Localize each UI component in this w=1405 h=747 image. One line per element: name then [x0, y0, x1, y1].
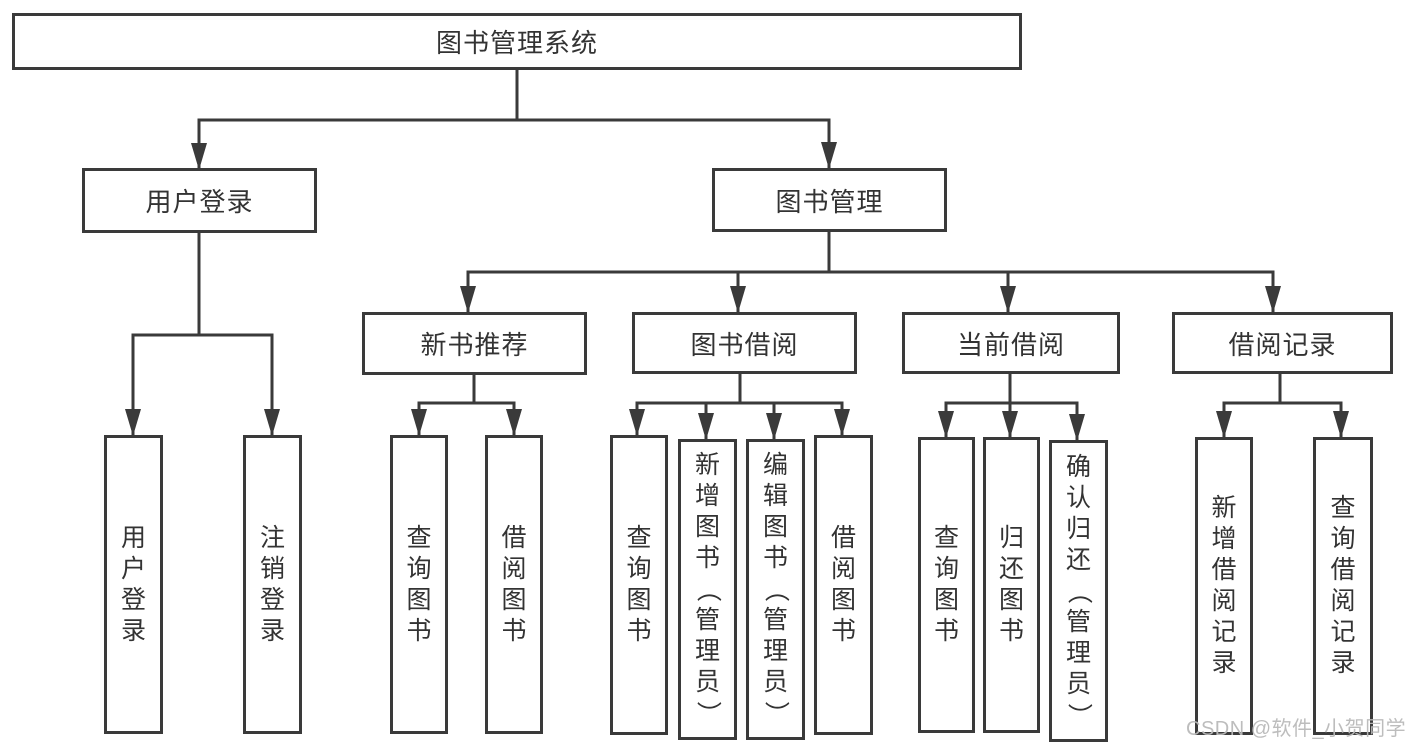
node-label: 查询图书	[933, 524, 959, 645]
node-label: 查询图书	[406, 523, 432, 645]
node-label: 借阅图书	[830, 524, 856, 645]
node-label: 注销登录	[259, 523, 285, 645]
leaf-confirm-return-admin: 确认归还（管理员）	[1049, 440, 1108, 742]
leaf-query-books: 查询图书	[610, 435, 668, 735]
node-borrowing-records: 借阅记录	[1172, 312, 1393, 374]
leaf-return-books: 归还图书	[983, 437, 1040, 733]
leaf-user-login: 用户登录	[104, 435, 163, 734]
leaf-add-borrow-record: 新增借阅记录	[1195, 437, 1253, 735]
node-label: 图书借阅	[690, 329, 799, 360]
node-label: 查询图书	[626, 524, 652, 645]
node-label: 借阅记录	[1228, 329, 1337, 360]
node-label: 用户登录	[120, 523, 146, 645]
leaf-query-borrow-record: 查询借阅记录	[1313, 437, 1373, 735]
leaf-borrow-books: 借阅图书	[485, 435, 543, 734]
leaf-query-books: 查询图书	[918, 437, 975, 733]
leaf-borrow-books: 借阅图书	[814, 435, 873, 735]
node-label: 确认归还（管理员）	[1064, 452, 1093, 728]
node-user-login: 用户登录	[82, 168, 317, 233]
node-current-borrowing: 当前借阅	[902, 312, 1120, 374]
node-label: 编辑图书（管理员）	[761, 451, 790, 727]
leaf-logout: 注销登录	[243, 435, 302, 734]
node-label: 用户登录	[145, 187, 254, 217]
node-label: 查询借阅记录	[1330, 494, 1356, 677]
node-book-borrowing: 图书借阅	[632, 312, 857, 374]
node-label: 图书管理系统	[435, 28, 598, 58]
leaf-add-books-admin: 新增图书（管理员）	[678, 439, 737, 740]
leaf-query-books: 查询图书	[390, 435, 448, 734]
node-book-management: 图书管理	[712, 168, 947, 232]
csdn-watermark: CSDN @软件_小贺同学	[1186, 718, 1405, 740]
node-label: 新增图书（管理员）	[693, 451, 722, 727]
node-label: 借阅图书	[501, 523, 527, 645]
node-label: 新书推荐	[420, 330, 529, 360]
node-label: 当前借阅	[956, 329, 1065, 360]
node-label: 图书管理	[775, 186, 884, 217]
node-label: 新增借阅记录	[1211, 494, 1237, 677]
leaf-edit-books-admin: 编辑图书（管理员）	[746, 439, 805, 740]
node-library-management-system: 图书管理系统	[12, 13, 1022, 70]
node-label: 归还图书	[998, 524, 1024, 645]
node-new-book-recommendation: 新书推荐	[362, 312, 587, 375]
